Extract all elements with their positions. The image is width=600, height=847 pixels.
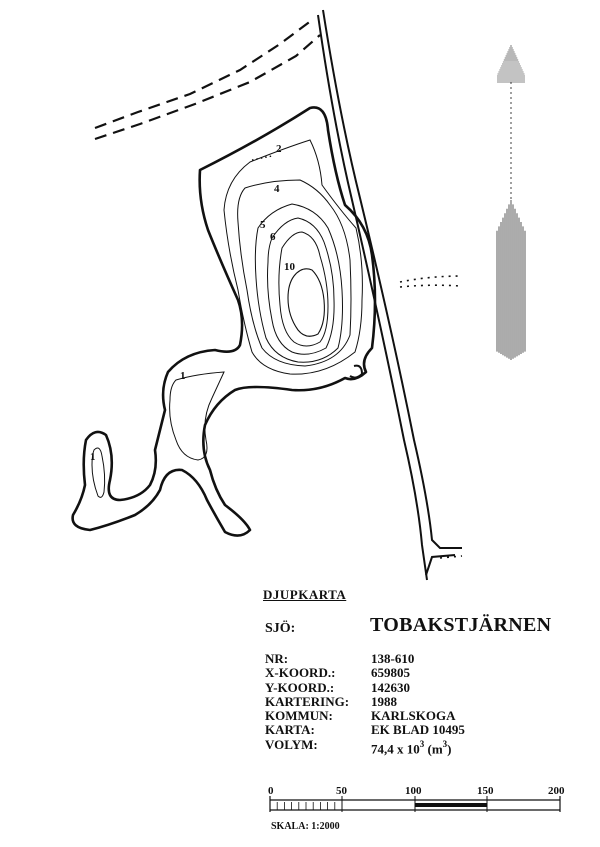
info-value: 659805 xyxy=(371,665,410,681)
volume-unit-close: ) xyxy=(447,741,452,757)
volume-unit-open: (m xyxy=(424,741,443,757)
info-value: 138-610 xyxy=(371,651,415,666)
scale-bar xyxy=(269,796,561,812)
contour-10 xyxy=(287,268,325,337)
contour-6 xyxy=(267,217,335,355)
contour-4 xyxy=(237,179,352,367)
contour-label-4: 4 xyxy=(274,183,280,195)
map-heading: DJUPKARTA xyxy=(263,587,347,602)
volume-unit-exponent: 3 xyxy=(442,738,448,749)
dashed-road xyxy=(94,19,321,141)
lake-name: TOBAKSTJÄRNEN xyxy=(370,614,552,636)
contour-8 xyxy=(278,231,329,347)
info-value: EK BLAD 10495 xyxy=(371,722,465,738)
scale-tick-label: 0 xyxy=(268,785,274,797)
scale-tick-label: 200 xyxy=(548,785,565,797)
contour-label-1-sw: 1 xyxy=(90,451,96,463)
scale-tick-label: 50 xyxy=(336,785,347,797)
shore-knob xyxy=(349,364,364,379)
contour-label-1-west: 1 xyxy=(180,370,186,382)
info-key: NR: xyxy=(265,651,289,666)
volume-key: VOLYM: xyxy=(265,736,318,752)
scale-tick-label: 150 xyxy=(477,785,494,797)
info-key: KARTA: xyxy=(265,722,315,738)
info-key: Y-KOORD.: xyxy=(265,679,335,695)
contour-1-west xyxy=(169,371,225,461)
main-road xyxy=(317,9,462,581)
north-arrow-icon xyxy=(496,45,526,360)
info-key: KOMMUN: xyxy=(265,708,333,724)
info-value: 1988 xyxy=(371,693,397,709)
scale-text: SKALA: 1:2000 xyxy=(271,821,340,832)
info-key: KARTERING: xyxy=(265,693,350,709)
contour-label-5: 5 xyxy=(260,219,266,231)
contour-label-6: 6 xyxy=(270,231,276,243)
side-track xyxy=(399,275,463,559)
lake-shoreline xyxy=(71,106,377,537)
volume-exponent: 3 xyxy=(419,738,425,749)
contour-2 xyxy=(223,139,363,375)
volume-number: 74,4 x 10 xyxy=(371,741,420,757)
scale-tick-label: 100 xyxy=(405,785,422,797)
volume-value: 74,4 x 103 (m3) xyxy=(371,738,452,757)
contour-label-2: 2 xyxy=(276,143,282,155)
contour-1-sw xyxy=(91,447,106,498)
info-value: KARLSKOGA xyxy=(371,708,456,724)
contour-5 xyxy=(254,203,343,363)
contour-label-10: 10 xyxy=(284,261,296,273)
info-value: 142630 xyxy=(371,679,410,695)
contour-2-dots xyxy=(251,155,273,161)
lake-label: SJÖ: xyxy=(265,621,296,636)
info-key: X-KOORD.: xyxy=(265,665,336,681)
